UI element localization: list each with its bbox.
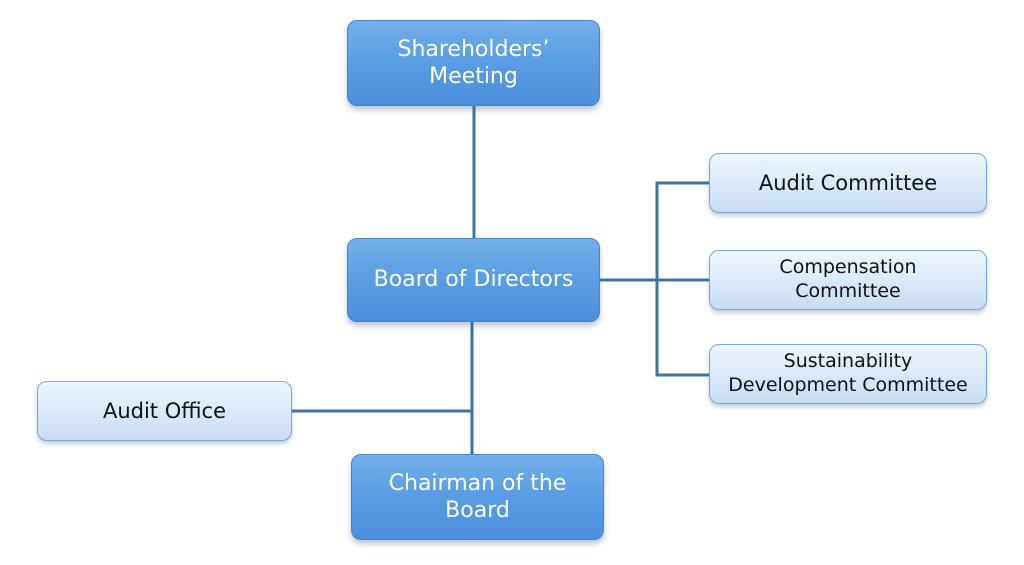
chairman-of-the-board-node: Chairman of the Board (351, 454, 604, 540)
sustainability-committee-label: Sustainability Development Committee (728, 350, 968, 396)
audit-committee-label: Audit Committee (758, 170, 938, 195)
compensation-committee-node: Compensation Committee (709, 250, 987, 310)
audit-committee-node: Audit Committee (709, 153, 987, 213)
shareholders-meeting-label: Shareholders’ Meeting (397, 36, 550, 90)
board-of-directors-label: Board of Directors (373, 267, 574, 293)
board-of-directors-node: Board of Directors (347, 238, 600, 322)
sustainability-committee-node: Sustainability Development Committee (709, 344, 987, 404)
shareholders-meeting-node: Shareholders’ Meeting (347, 20, 600, 106)
compensation-committee-label: Compensation Committee (779, 256, 917, 302)
audit-office-node: Audit Office (37, 381, 292, 441)
chairman-of-the-board-label: Chairman of the Board (388, 470, 567, 524)
audit-office-label: Audit Office (102, 398, 227, 423)
